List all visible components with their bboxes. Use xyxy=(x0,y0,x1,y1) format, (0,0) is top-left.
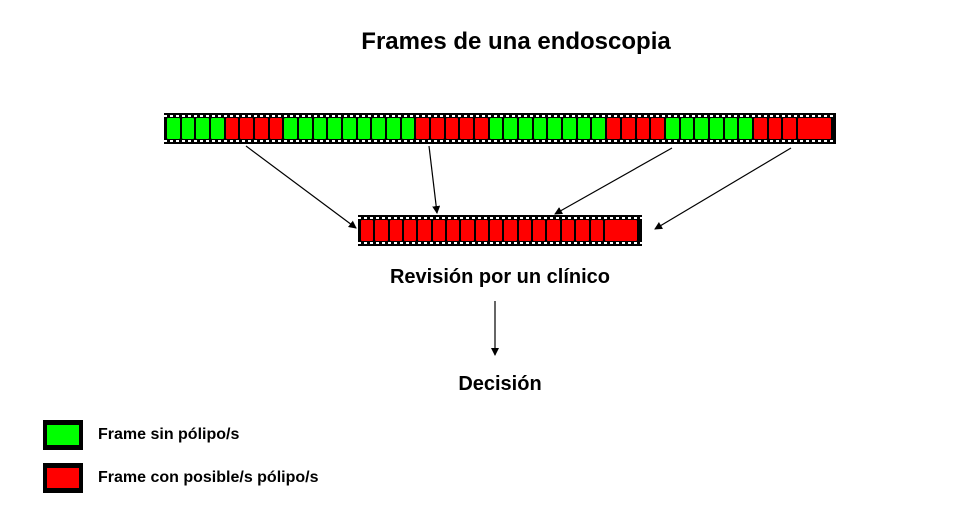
frame-no-polyp xyxy=(504,118,518,139)
frame-possible-polyp xyxy=(768,118,782,139)
frame-possible-polyp xyxy=(389,220,403,241)
frame-no-polyp xyxy=(563,118,576,139)
frame-possible-polyp xyxy=(418,220,431,241)
frame-possible-polyp xyxy=(460,118,474,139)
frame-no-polyp xyxy=(299,118,312,139)
frame-no-polyp xyxy=(211,118,224,139)
frame-possible-polyp xyxy=(269,118,283,139)
frame-no-polyp xyxy=(695,118,708,139)
frame-possible-polyp xyxy=(475,118,488,139)
selected-frames-strip xyxy=(358,215,642,246)
film-perforations-top xyxy=(358,217,642,219)
frame-no-polyp xyxy=(357,118,371,139)
legend-swatch-red xyxy=(43,463,83,493)
legend-label: Frame con posible/s pólipo/s xyxy=(98,469,319,486)
frame-no-polyp xyxy=(519,118,532,139)
frame-possible-polyp xyxy=(445,118,459,139)
frame-no-polyp xyxy=(709,118,723,139)
frame-possible-polyp xyxy=(255,118,268,139)
review-stage-label: Revisión por un clínico xyxy=(389,266,611,288)
diagram-title: Frames de una endoscopia xyxy=(361,28,671,55)
frame-possible-polyp xyxy=(431,118,444,139)
frame-no-polyp xyxy=(577,118,591,139)
frame-possible-polyp xyxy=(404,220,417,241)
frame-possible-polyp xyxy=(361,220,374,241)
frame-no-polyp xyxy=(680,118,694,139)
frame-possible-polyp xyxy=(432,220,446,241)
frame-possible-polyp xyxy=(461,220,474,241)
frame-possible-polyp xyxy=(533,220,546,241)
legend-item-polyp: Frame con posible/s pólipo/s xyxy=(43,463,318,493)
film-perforations-bottom xyxy=(164,140,836,142)
frame-no-polyp xyxy=(343,118,356,139)
frame-no-polyp xyxy=(592,118,606,139)
frame-no-polyp xyxy=(313,118,327,139)
frame-possible-polyp xyxy=(447,220,460,241)
frame-no-polyp xyxy=(533,118,547,139)
frame-possible-polyp xyxy=(607,118,620,139)
frame-no-polyp xyxy=(548,118,562,139)
frame-possible-polyp xyxy=(636,118,650,139)
frame-possible-polyp xyxy=(375,220,388,241)
frame-possible-polyp xyxy=(561,220,575,241)
swatch-fill xyxy=(47,468,79,488)
arrow-segment-1 xyxy=(245,145,357,229)
frame-possible-polyp xyxy=(753,118,767,139)
film-perforations-bottom xyxy=(358,242,642,244)
frame-possible-polyp xyxy=(590,220,603,241)
frame-no-polyp xyxy=(284,118,298,139)
frame-possible-polyp xyxy=(604,220,637,241)
arrow-segment-3 xyxy=(554,147,673,215)
frame-possible-polyp xyxy=(783,118,796,139)
legend-label: Frame sin pólipo/s xyxy=(98,426,240,443)
frame-no-polyp xyxy=(196,118,210,139)
frame-possible-polyp xyxy=(518,220,532,241)
frame-no-polyp xyxy=(167,118,180,139)
decision-stage-label: Decisión xyxy=(458,373,542,395)
frame-no-polyp xyxy=(665,118,679,139)
legend-item-no-polyp: Frame sin pólipo/s xyxy=(43,420,239,450)
frame-no-polyp xyxy=(489,118,503,139)
frame-no-polyp xyxy=(328,118,342,139)
frame-possible-polyp xyxy=(651,118,664,139)
swatch-fill xyxy=(47,425,79,445)
arrow-segment-2 xyxy=(428,145,441,214)
legend-swatch-green xyxy=(43,420,83,450)
frame-possible-polyp xyxy=(490,220,503,241)
frame-no-polyp xyxy=(372,118,386,139)
film-perforations-top xyxy=(164,115,836,117)
frame-possible-polyp xyxy=(621,118,635,139)
frame-no-polyp xyxy=(401,118,415,139)
frame-possible-polyp xyxy=(475,220,489,241)
frame-possible-polyp xyxy=(416,118,430,139)
frame-possible-polyp xyxy=(547,220,560,241)
frame-no-polyp xyxy=(181,118,195,139)
frame-no-polyp xyxy=(387,118,400,139)
arrow-segment-4 xyxy=(654,147,792,230)
frame-possible-polyp xyxy=(225,118,239,139)
endoscopy-frames-strip xyxy=(164,113,836,144)
frame-no-polyp xyxy=(739,118,752,139)
frame-possible-polyp xyxy=(576,220,589,241)
frame-possible-polyp xyxy=(240,118,254,139)
frame-possible-polyp xyxy=(504,220,517,241)
frame-no-polyp xyxy=(724,118,738,139)
frame-possible-polyp xyxy=(797,118,831,139)
